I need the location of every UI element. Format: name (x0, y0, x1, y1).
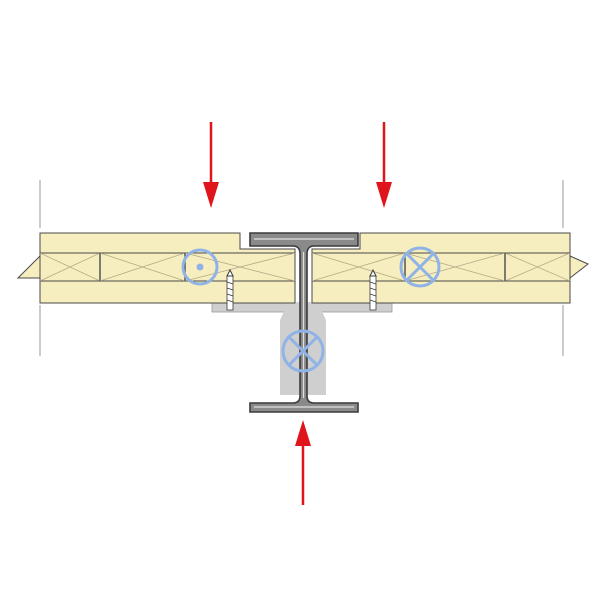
left-core-hatch (40, 253, 295, 281)
dot-symbol (181, 248, 219, 286)
right-core (311, 252, 571, 282)
load-arrow-left (203, 122, 219, 208)
right-tongue (569, 255, 589, 280)
left-core (39, 252, 296, 282)
reaction-arrow-bottom (295, 420, 311, 505)
left-floor-panel (16, 232, 296, 304)
left-tongue (16, 254, 41, 279)
steel-i-beam (249, 232, 359, 413)
cross-symbol-beam (281, 329, 325, 373)
cross-symbol-right (399, 246, 441, 288)
screw-left (226, 268, 234, 311)
screw-right (369, 268, 377, 311)
right-bottom-deck (311, 280, 571, 304)
right-floor-panel (311, 232, 589, 304)
load-arrow-right (376, 122, 392, 208)
right-core-hatch (312, 253, 570, 281)
left-bottom-deck (39, 280, 296, 304)
